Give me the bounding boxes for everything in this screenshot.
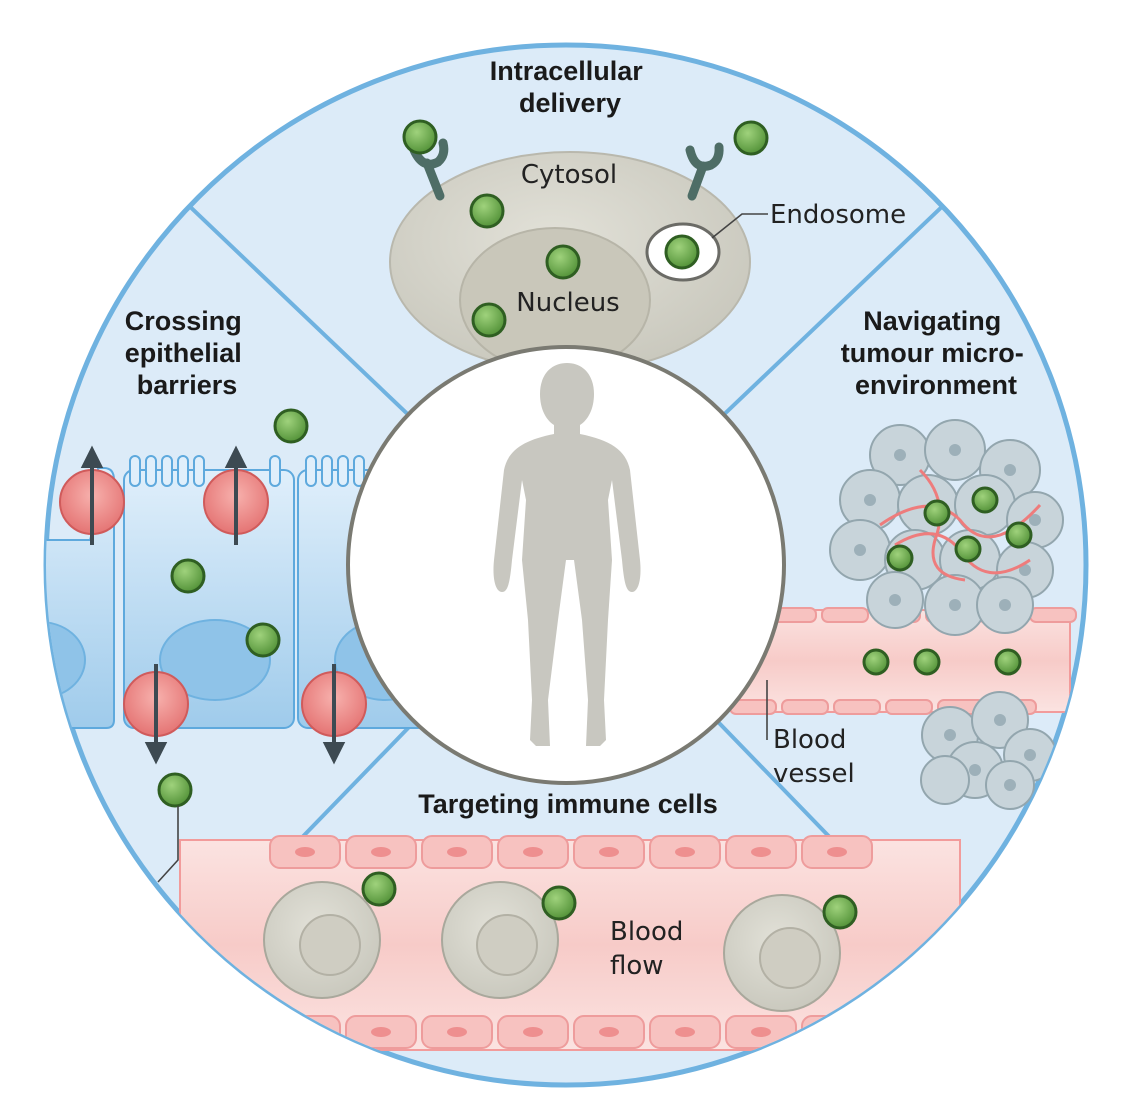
epithelial-title: Crossing epithelial barriers (125, 306, 250, 400)
receptor-icon (685, 142, 724, 201)
transport-arrows (80, 445, 346, 765)
endosome-pointer (711, 213, 768, 239)
cytosol-label: Cytosol (521, 160, 617, 190)
nanoparticle-icon (862, 486, 1033, 676)
receptor-icon (409, 138, 449, 201)
tumour-nuclei-lower (944, 714, 1036, 791)
center-circle (346, 345, 786, 785)
nucleus-label: Nucleus (516, 288, 619, 318)
immune-title: Targeting immune cells (418, 789, 718, 819)
section-tumour (729, 419, 1077, 810)
intracellular-title: Intracellular delivery (490, 56, 651, 118)
section-intracellular (389, 119, 769, 373)
blood-vessel-label: Blood vessel (773, 725, 855, 789)
tumour-title: Navigating tumour micro- environment (841, 306, 1032, 400)
section-immune (179, 835, 961, 1051)
nanoparticle-icon (157, 408, 309, 808)
immune-nuclei (299, 914, 821, 989)
particle-pointer (157, 806, 179, 883)
nanoparticle-icon (361, 871, 858, 930)
human-figure-icon (493, 363, 641, 746)
blood-flow-label: Blood flow (610, 917, 692, 981)
tumour-nuclei (854, 444, 1041, 611)
nanoparticle-icon (402, 119, 769, 338)
microvilli (129, 455, 365, 487)
endosome-label: Endosome (770, 200, 906, 230)
